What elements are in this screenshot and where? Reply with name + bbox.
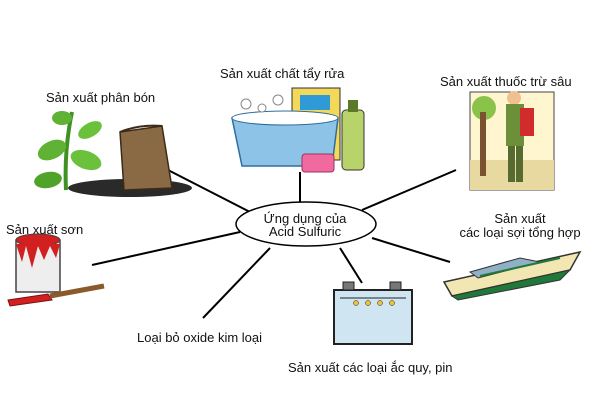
label-battery: Sản xuất các loại ắc quy, pin	[288, 360, 453, 375]
label-fiber-line1: Sản xuất	[494, 211, 546, 226]
spoke-oxide	[202, 247, 271, 319]
soil-sack-icon	[119, 124, 173, 191]
paint-can-icon	[7, 233, 105, 307]
label-paint: Sản xuất sơn	[6, 222, 84, 237]
detergent-basin-icon	[231, 87, 365, 173]
center-title-line2: Acid Sulfuric	[268, 224, 342, 239]
label-fertilizer: Sản xuất phân bón	[46, 90, 156, 105]
spokes	[91, 169, 457, 319]
label-fiber-line2: các loại sợi tổng hợp	[459, 225, 581, 240]
label-detergent: Sản xuất chất tẩy rửa	[220, 66, 345, 81]
spoke-battery	[339, 247, 363, 284]
pesticide-sprayer-icon	[469, 91, 555, 191]
label-fiber: Sản xuất các loại sợi tổng hợp	[440, 212, 600, 240]
center-hub	[235, 201, 377, 247]
spoke-fertilizer	[167, 169, 251, 213]
center-title: Ứng dụng của Acid Sulfuric	[230, 212, 380, 238]
center-title-line1: Ứng dụng của	[263, 211, 347, 226]
spoke-paint	[91, 231, 241, 266]
spoke-fiber	[371, 237, 451, 263]
label-pesticide: Sản xuất thuốc trừ sâu	[440, 74, 572, 89]
spoke-pesticide	[361, 169, 457, 211]
label-oxide-removal: Loại bỏ oxide kim loại	[137, 330, 263, 345]
battery-icon	[333, 281, 413, 345]
speedboat-icon	[442, 250, 582, 301]
